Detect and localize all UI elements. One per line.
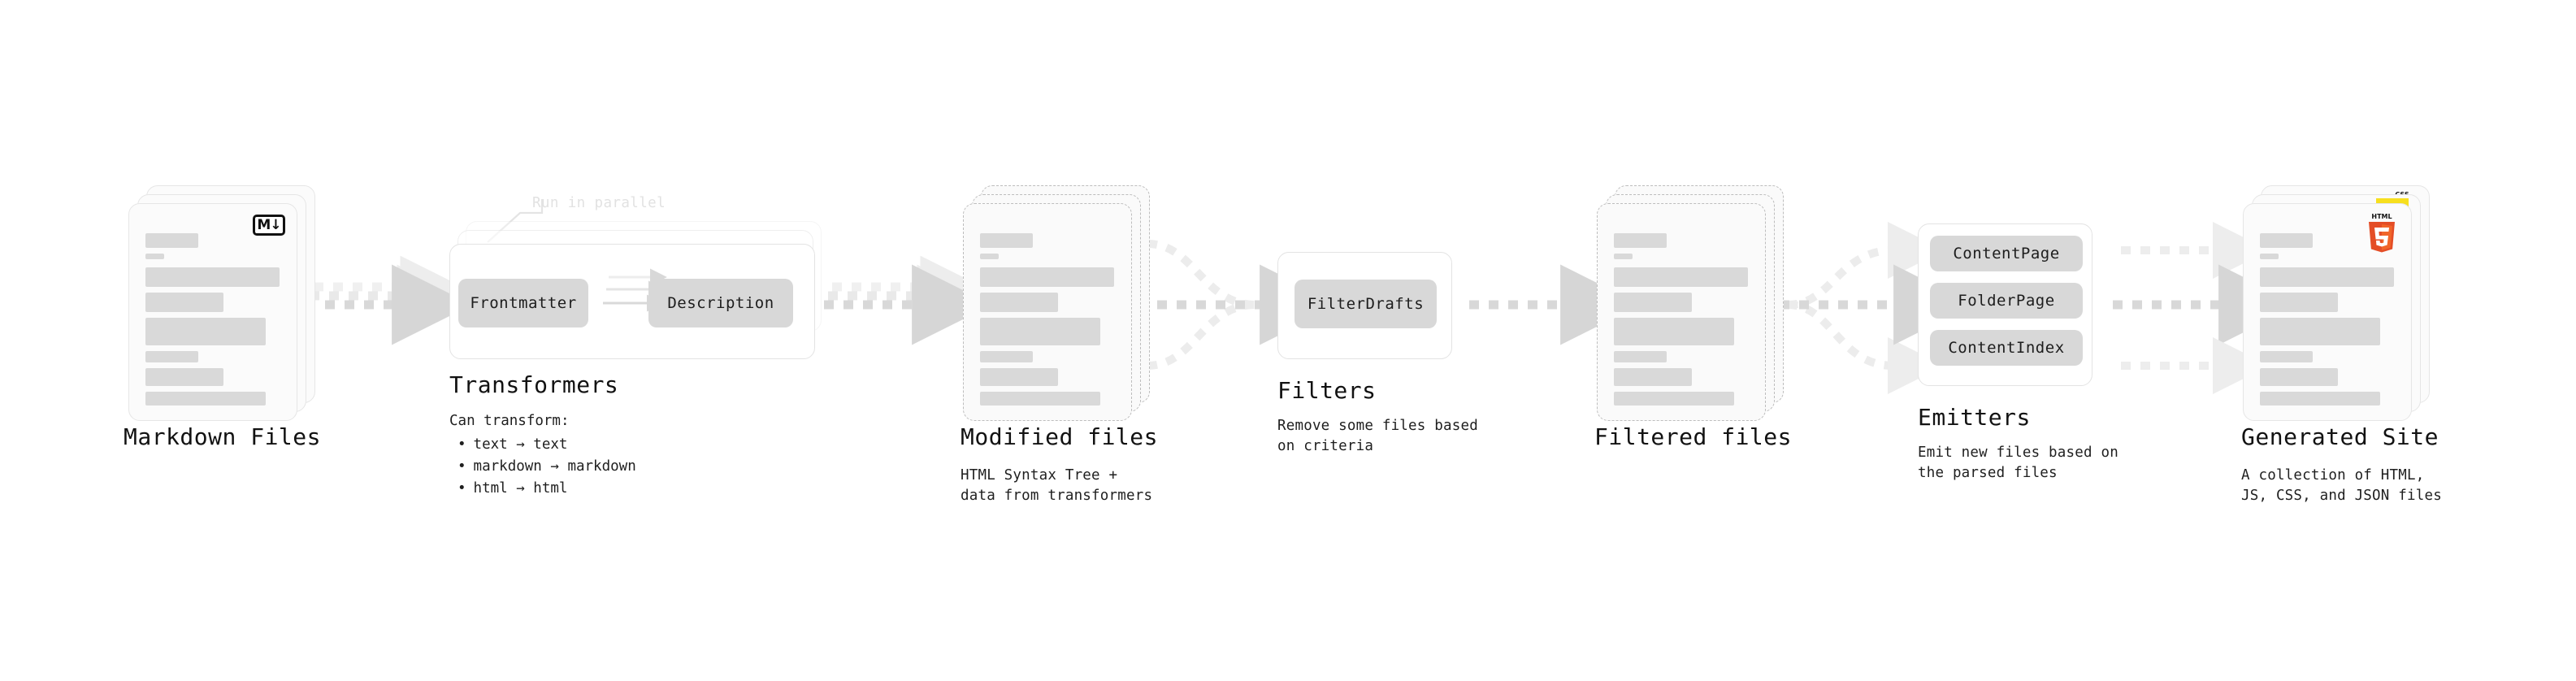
document-card-front: M↓ — [128, 203, 297, 421]
html5-badge-wrap: HTML — [2364, 211, 2400, 254]
skeleton-bar — [145, 267, 280, 287]
skeleton-bar — [1614, 392, 1734, 406]
skeleton-bar — [145, 293, 223, 312]
html5-icon: HTML — [2364, 211, 2400, 254]
connector-filtered-to-emitters — [1780, 222, 1975, 394]
chip-contentpage[interactable]: ContentPage — [1930, 236, 2083, 271]
chip-contentindex[interactable]: ContentIndex — [1930, 330, 2083, 366]
document-card-front — [1597, 203, 1766, 421]
emitters-group: ContentPage FolderPage ContentIndex — [1918, 223, 2092, 386]
transformers-bullet: markdown → markdown — [458, 456, 636, 478]
connector-modified-to-filters — [1138, 240, 1341, 370]
skeleton-bar — [2260, 392, 2380, 406]
stage-filtered-files — [1597, 185, 1784, 439]
skeleton-bar — [1614, 254, 1633, 259]
stage-title-markdown-files: Markdown Files — [124, 423, 322, 450]
stage-markdown-files: M↓ M↓ M↓ — [128, 185, 315, 439]
skeleton-bars — [145, 233, 282, 411]
skeleton-bar — [2260, 233, 2313, 248]
skeleton-bar — [2260, 351, 2313, 362]
skeleton-bar — [1614, 267, 1748, 287]
document-card-front — [963, 203, 1132, 421]
chip-description[interactable]: Description — [648, 279, 793, 327]
connector-emitters-to-site — [2113, 222, 2300, 394]
document-card-front: HTML — [2243, 203, 2412, 421]
skeleton-bar — [980, 267, 1114, 287]
connector-md-to-transformers — [306, 255, 473, 345]
transformers-group: Frontmatter Description — [449, 244, 815, 359]
skeleton-bar — [980, 293, 1058, 312]
skeleton-bar — [145, 368, 223, 386]
skeleton-bar — [980, 368, 1058, 386]
skeleton-bar — [1614, 368, 1692, 386]
skeleton-bar — [2260, 368, 2338, 386]
transformers-inner-arrows — [603, 268, 667, 312]
skeleton-bar — [980, 254, 999, 259]
stage-modified-files — [963, 185, 1150, 439]
skeleton-bar — [145, 233, 198, 248]
skeleton-bar — [2260, 293, 2338, 312]
filters-group: FilterDrafts — [1277, 252, 1452, 359]
skeleton-bar — [145, 318, 266, 345]
chip-folderpage[interactable]: FolderPage — [1930, 283, 2083, 319]
stage-subtitle-generated-site: A collection of HTML, JS, CSS, and JSON … — [2241, 467, 2442, 505]
markdown-icon: M↓ — [253, 215, 285, 236]
stage-subtitle-filters: Remove some files based on criteria — [1277, 418, 1478, 455]
skeleton-bar — [980, 318, 1100, 345]
transformers-bullets: Can transform: text → text markdown → ma… — [449, 410, 636, 501]
skeleton-bar — [2260, 254, 2279, 259]
transformers-bullets-lead: Can transform: — [449, 413, 570, 429]
chip-filterdrafts[interactable]: FilterDrafts — [1295, 280, 1437, 328]
skeleton-bars — [1614, 233, 1750, 411]
skeleton-bar — [1614, 318, 1734, 345]
skeleton-bar — [145, 392, 266, 406]
skeleton-bar — [2260, 267, 2394, 287]
skeleton-bar — [145, 351, 198, 362]
stage-title-emitters: Emitters — [1918, 404, 2031, 431]
stage-subtitle-emitters: Emit new files based on the parsed files — [1918, 445, 2118, 482]
markdown-badge: M↓ — [253, 215, 285, 236]
stage-title-transformers: Transformers — [449, 371, 619, 398]
run-in-parallel-label: Run in parallel — [532, 195, 666, 211]
skeleton-bar — [1614, 233, 1667, 248]
stage-subtitle-modified-files: HTML Syntax Tree + data from transformer… — [961, 467, 1153, 505]
stage-title-generated-site: Generated Site — [2241, 423, 2439, 450]
skeleton-bar — [980, 233, 1033, 248]
skeleton-bar — [145, 254, 164, 259]
stage-title-modified-files: Modified files — [961, 423, 1159, 450]
skeleton-bar — [1614, 351, 1667, 362]
svg-text:HTML: HTML — [2371, 213, 2392, 220]
chip-frontmatter[interactable]: Frontmatter — [458, 279, 588, 327]
stage-generated-site: CSS HTML — [2243, 185, 2430, 439]
transformers-bullet: text → text — [458, 434, 636, 456]
stage-title-filters: Filters — [1277, 377, 1377, 404]
connector-transformers-to-modified — [824, 255, 993, 345]
stage-title-filtered-files: Filtered files — [1594, 423, 1793, 450]
skeleton-bars — [980, 233, 1117, 411]
transformers-bullet: html → html — [458, 478, 636, 500]
skeleton-bar — [2260, 318, 2380, 345]
skeleton-bar — [1614, 293, 1692, 312]
skeleton-bar — [980, 351, 1033, 362]
skeleton-bars — [2260, 233, 2396, 411]
skeleton-bar — [980, 392, 1100, 406]
